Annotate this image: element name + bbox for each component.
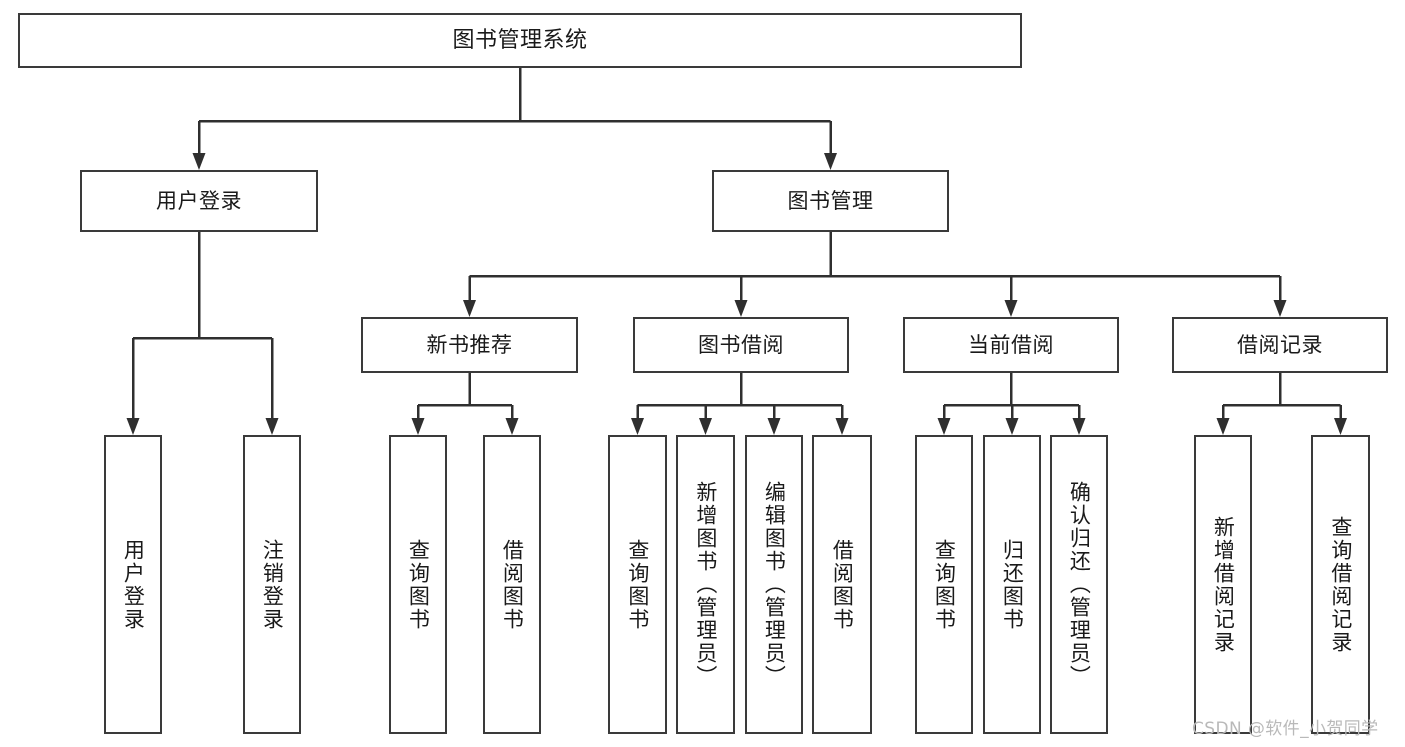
- arrowhead-icon: [824, 153, 837, 170]
- arrowhead-icon: [463, 300, 476, 317]
- arrowhead-icon: [1273, 300, 1287, 317]
- node-newbook[interactable]: 新书推荐: [361, 317, 578, 373]
- node-label: 归还图书: [1000, 538, 1025, 631]
- node-label: 图书管理系统: [452, 27, 588, 53]
- watermark: CSDN @软件_小贺同学: [1192, 719, 1379, 739]
- node-label: 当前借阅: [968, 332, 1054, 357]
- node-label: 查询借阅记录: [1328, 515, 1353, 654]
- arrowhead-icon: [192, 153, 206, 170]
- arrowhead-icon: [699, 418, 712, 435]
- node-label: 查询图书: [406, 538, 431, 631]
- arrowhead-icon: [1072, 418, 1086, 435]
- node-record[interactable]: 借阅记录: [1172, 317, 1388, 373]
- node-borrow[interactable]: 图书借阅: [633, 317, 849, 373]
- node-label: 图书管理: [787, 188, 874, 213]
- arrowhead-icon: [265, 418, 279, 435]
- node-leaf-bw-add[interactable]: 新增图书（管理员）: [676, 435, 735, 734]
- arrowhead-icon: [631, 418, 644, 435]
- node-root[interactable]: 图书管理系统: [18, 13, 1022, 68]
- node-label: 新书推荐: [426, 332, 513, 357]
- node-label: 新增借阅记录: [1211, 515, 1236, 654]
- node-label: 确认归还（管理员）: [1067, 481, 1092, 688]
- arrowhead-icon: [126, 418, 140, 435]
- arrowhead-icon: [411, 418, 425, 435]
- arrowhead-icon: [1004, 300, 1018, 317]
- node-label: 新增图书（管理员）: [693, 481, 718, 688]
- node-leaf-rc-q[interactable]: 查询借阅记录: [1311, 435, 1370, 734]
- node-label: 借阅图书: [830, 538, 855, 631]
- node-leaf-bw-b[interactable]: 借阅图书: [812, 435, 872, 734]
- arrowhead-icon: [835, 418, 849, 435]
- node-current[interactable]: 当前借阅: [903, 317, 1119, 373]
- node-leaf-cu-q[interactable]: 查询图书: [915, 435, 973, 734]
- node-label: 查询图书: [625, 538, 650, 631]
- node-label: 图书借阅: [698, 332, 784, 357]
- node-label: 注销登录: [260, 538, 285, 631]
- node-leaf-bw-q[interactable]: 查询图书: [608, 435, 667, 734]
- arrowhead-icon: [734, 300, 748, 317]
- node-leaf-logout[interactable]: 注销登录: [243, 435, 301, 734]
- arrowhead-icon: [505, 418, 519, 435]
- node-bookmgmt[interactable]: 图书管理: [712, 170, 949, 232]
- node-label: 查询图书: [932, 538, 957, 631]
- arrowhead-icon: [1334, 418, 1347, 435]
- node-leaf-nb-b[interactable]: 借阅图书: [483, 435, 541, 734]
- node-leaf-login[interactable]: 用户登录: [104, 435, 162, 734]
- node-label: 借阅图书: [500, 538, 525, 631]
- node-label: 用户登录: [156, 188, 242, 213]
- node-leaf-rc-add[interactable]: 新增借阅记录: [1194, 435, 1252, 734]
- node-leaf-cu-r[interactable]: 归还图书: [983, 435, 1041, 734]
- node-label: 用户登录: [121, 538, 146, 631]
- arrowhead-icon: [1005, 418, 1019, 435]
- node-login[interactable]: 用户登录: [80, 170, 318, 232]
- arrowhead-icon: [767, 418, 781, 435]
- arrowhead-icon: [937, 418, 951, 435]
- node-leaf-nb-q[interactable]: 查询图书: [389, 435, 447, 734]
- node-leaf-cu-c[interactable]: 确认归还（管理员）: [1050, 435, 1108, 734]
- node-leaf-bw-ed[interactable]: 编辑图书（管理员）: [745, 435, 803, 734]
- arrowhead-icon: [1216, 418, 1230, 435]
- node-label: 借阅记录: [1237, 332, 1323, 357]
- node-label: 编辑图书（管理员）: [762, 481, 787, 688]
